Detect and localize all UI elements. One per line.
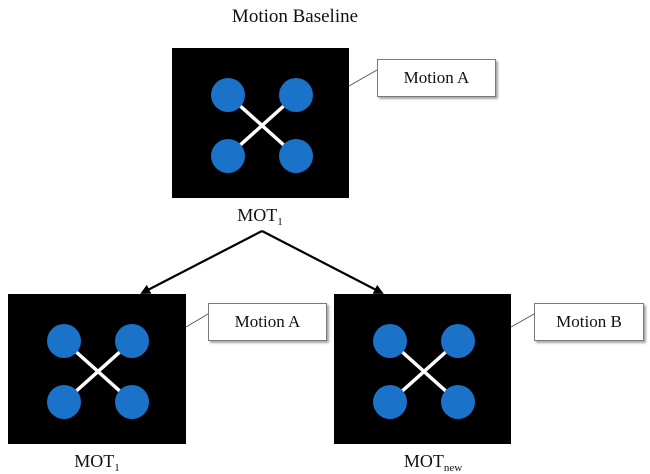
callout-leader-bottom-left [185,313,209,328]
caption-bottom-left-main: MOT [74,451,115,471]
quadcopter-icon [47,324,149,419]
drone-panel-top [172,48,349,198]
caption-bottom-right-main: MOT [403,451,444,471]
caption-bottom-right-sub: new [443,462,463,474]
arrow-to-bottom-left [140,230,263,294]
caption-bottom-left-sub: 1 [114,462,120,474]
callout-motion-bottom-left: Motion A [208,303,327,341]
quadcopter-icon [211,78,313,173]
caption-top-sub: 1 [277,216,283,228]
drone-panel-bottom-right [334,294,511,444]
callout-leader-top [348,69,378,87]
drone-panel-bottom-left [8,294,186,444]
caption-bottom-right: MOTnew [373,451,493,474]
callout-leader-bottom-right [510,313,535,328]
caption-top: MOT1 [200,205,320,228]
arrow-to-bottom-right [261,230,384,294]
caption-top-main: MOT [237,205,278,225]
caption-bottom-left: MOT1 [37,451,157,474]
quadcopter-icon [373,324,475,419]
callout-motion-bottom-right: Motion B [534,303,644,341]
callout-motion-top: Motion A [377,59,496,97]
diagram-title: Motion Baseline [231,6,359,27]
